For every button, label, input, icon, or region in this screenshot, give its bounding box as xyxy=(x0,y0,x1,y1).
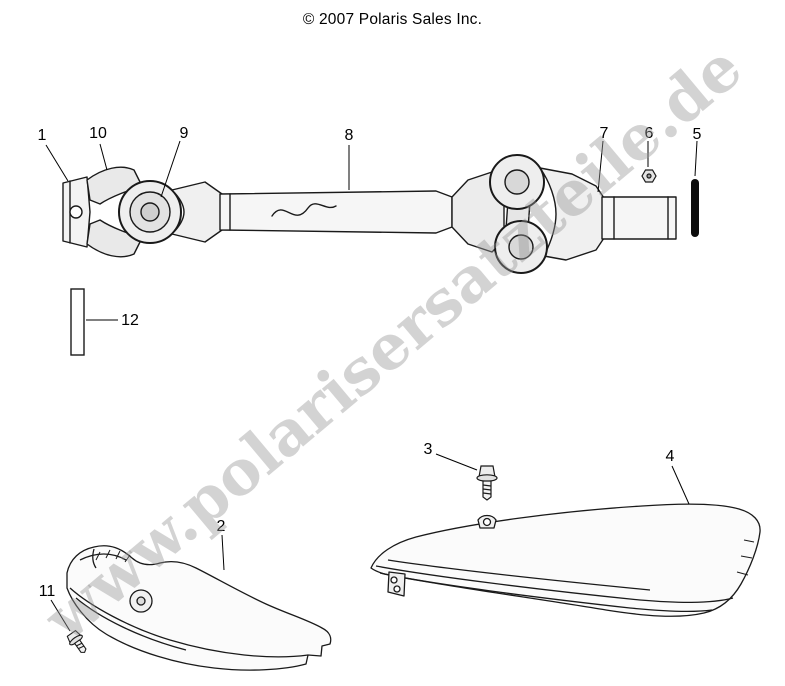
callout-6: 6 xyxy=(645,125,654,142)
flange-bolt xyxy=(476,465,498,501)
small-bolt xyxy=(66,629,87,653)
guard-right xyxy=(370,503,761,617)
nut xyxy=(641,169,657,183)
front-yoke xyxy=(62,166,143,258)
callout-12: 12 xyxy=(121,312,139,329)
rear-ujoint xyxy=(451,154,605,274)
callout-5: 5 xyxy=(693,126,702,143)
callout-11: 11 xyxy=(39,583,56,600)
copyright-text: © 2007 Polaris Sales Inc. xyxy=(302,11,483,28)
driveshaft-assembly xyxy=(62,154,677,274)
front-ujoint xyxy=(118,180,223,244)
callout-2: 2 xyxy=(217,518,226,535)
stub-shaft xyxy=(601,196,677,240)
callout-4: 4 xyxy=(666,448,675,465)
callout-7: 7 xyxy=(600,125,609,142)
flat-strip xyxy=(70,288,85,356)
leader-lines xyxy=(45,140,698,632)
callout-10: 10 xyxy=(89,125,107,142)
shaft-tube xyxy=(219,190,453,234)
guard-left xyxy=(66,545,332,671)
callout-3: 3 xyxy=(424,441,433,458)
callouts: 1 10 9 8 7 6 5 12 2 11 3 4 xyxy=(38,125,702,600)
callout-8: 8 xyxy=(345,127,354,144)
roll-pin xyxy=(691,179,699,237)
callout-1: 1 xyxy=(38,127,47,144)
callout-9: 9 xyxy=(180,125,189,142)
